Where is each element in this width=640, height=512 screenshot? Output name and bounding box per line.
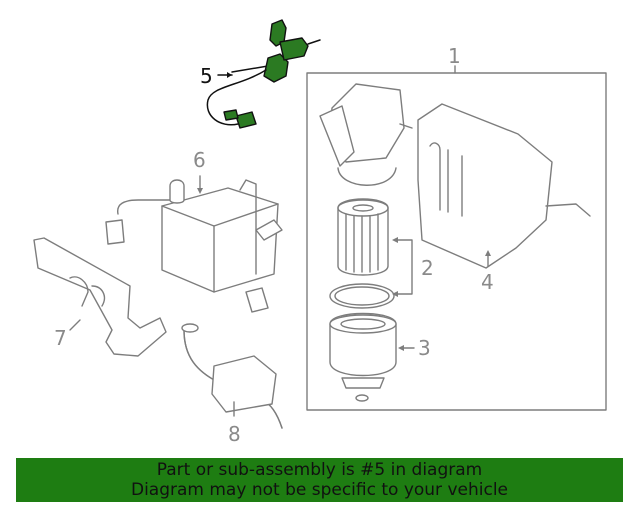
callout-5: 5 [200,64,213,88]
info-banner: Part or sub-assembly is #5 in diagram Di… [16,458,623,502]
callout-8: 8 [228,422,241,446]
filter-housing-head[interactable] [319,83,413,186]
callout-3: 3 [418,336,431,360]
assembly-1-frame [306,65,607,411]
callout-4: 4 [481,270,494,294]
callout-1: 1 [448,44,461,68]
part-5-sensor-harness[interactable] [206,19,321,129]
banner-line-1: Part or sub-assembly is #5 in diagram [156,460,483,480]
part-6-module[interactable] [105,175,283,313]
part-4-housing-case[interactable] [417,103,591,269]
banner-line-2: Diagram may not be specific to your vehi… [130,480,508,500]
part-2-filter-element[interactable] [329,198,413,309]
part-3-filter-cap[interactable] [329,312,415,402]
part-7-bracket[interactable] [33,237,167,357]
callout-2: 2 [421,256,434,280]
part-8-hose[interactable] [181,323,283,429]
callout-6: 6 [193,148,206,172]
callout-7: 7 [54,326,67,350]
